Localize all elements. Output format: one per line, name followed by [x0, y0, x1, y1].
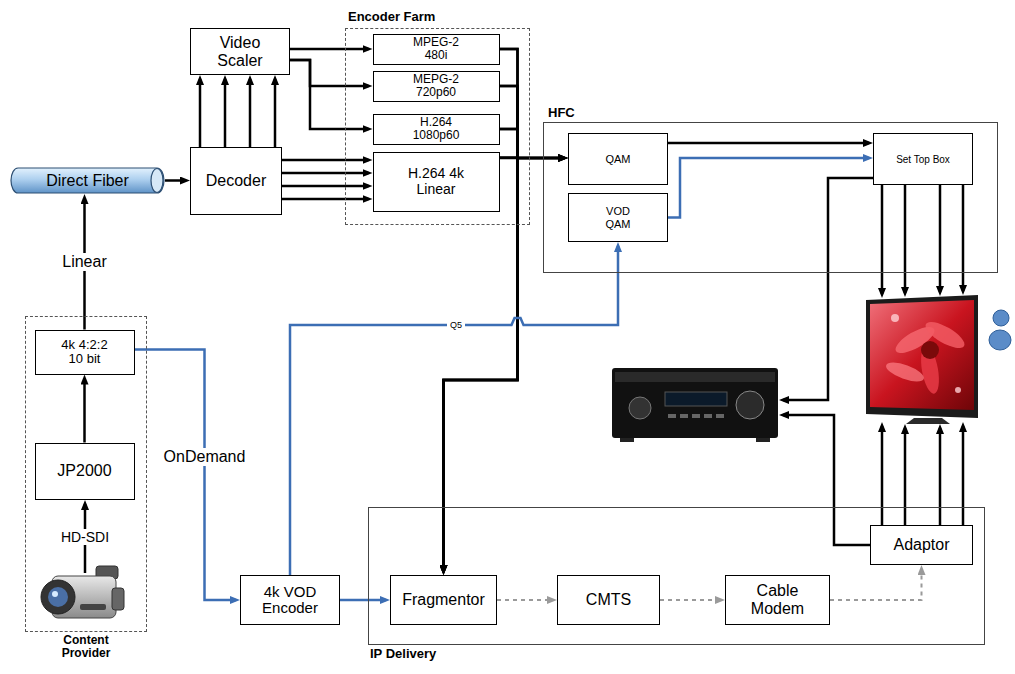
connector	[249, 79, 252, 147]
connector	[224, 79, 227, 147]
pipe-end	[151, 169, 163, 193]
group-region: Content Provider4k 4:2:2 10 bitJP2000	[25, 316, 147, 632]
user-icon	[989, 310, 1011, 350]
connector	[668, 142, 869, 145]
edge-label: Linear	[59, 253, 109, 271]
signal-wire	[881, 185, 884, 294]
connector	[444, 158, 518, 572]
connector	[290, 60, 369, 129]
node-label: JP2000	[57, 462, 111, 480]
device-box: Adaptor	[870, 525, 973, 565]
signal-wire	[939, 185, 942, 292]
fiber-pipe: Direct Fiber	[10, 167, 165, 194]
signal-wire	[962, 185, 965, 291]
encoder-box: H.264 4k Linear	[373, 152, 500, 212]
node-label: Direct Fiber	[46, 172, 129, 190]
node-label: Set Top Box	[896, 154, 950, 165]
node-label: CMTS	[586, 591, 631, 609]
signal-wire	[904, 185, 907, 293]
node-label: H.264 4k Linear	[401, 166, 471, 197]
process-box: CMTS	[557, 575, 660, 625]
node-label: Cable Modem	[733, 582, 823, 617]
process-box: Fragmentor	[390, 575, 497, 625]
node-label: Decoder	[206, 172, 266, 190]
camera-illustration	[41, 566, 124, 618]
node-label: Adaptor	[893, 536, 949, 554]
encoder-box: MEPG-2 720p60	[373, 71, 500, 102]
process-box: 4k VOD Encoder	[240, 575, 340, 625]
node-label: MEPG-2 720p60	[406, 73, 466, 99]
signal-wire	[783, 178, 873, 400]
connector	[660, 599, 721, 601]
connector	[830, 569, 922, 600]
device-box: Cable Modem	[725, 575, 830, 625]
connector	[83, 379, 86, 443]
process-box: Decoder	[190, 147, 282, 215]
node-label: Fragmentor	[402, 591, 485, 609]
device-box: Set Top Box	[873, 133, 973, 185]
edge-label: OnDemand	[161, 448, 249, 466]
group-heading: HFC	[548, 106, 1001, 120]
encoder-box: MPEG-2 480i	[373, 34, 500, 65]
group-region: HFCQAMVOD QAMSet Top Box	[543, 122, 998, 273]
signal-wire	[881, 426, 884, 525]
television-illustration	[866, 295, 978, 424]
node-label: Video Scaler	[200, 34, 280, 69]
signal-wire	[962, 426, 965, 525]
connector	[500, 129, 565, 158]
connector	[199, 79, 202, 147]
connector	[282, 185, 369, 188]
av-receiver-illustration	[612, 368, 778, 442]
group-region: Encoder FarmMPEG-2 480iMEPG-2 720p60H.26…	[345, 28, 530, 225]
connector	[340, 599, 386, 602]
group-heading: Content Provider	[51, 634, 121, 660]
process-box: VOD QAM	[568, 193, 668, 242]
node-label: MPEG-2 480i	[406, 36, 466, 62]
connector	[274, 79, 277, 147]
signal-wire	[783, 415, 870, 545]
node-label: 4k VOD Encoder	[250, 584, 330, 617]
signal-wire	[939, 428, 942, 525]
signal-wire	[904, 428, 907, 525]
process-box: JP2000	[35, 443, 135, 500]
connector	[290, 60, 369, 86]
connector	[282, 172, 369, 175]
connector	[282, 159, 369, 162]
node-label: QAM	[605, 153, 630, 165]
connector	[500, 49, 565, 158]
encoder-box: H.264 1080p60	[373, 114, 500, 145]
connector	[668, 158, 869, 218]
node-label: H.264 1080p60	[406, 116, 466, 142]
connector	[165, 179, 186, 182]
connector	[497, 599, 553, 601]
pipe-body	[11, 168, 164, 193]
connector	[135, 350, 237, 601]
group-region: IP DeliveryFragmentorCMTSCable ModemAdap…	[368, 507, 985, 645]
group-heading: IP Delivery	[370, 647, 985, 661]
node-label: VOD QAM	[598, 205, 638, 229]
group-heading: Encoder Farm	[348, 10, 531, 24]
node-label: 4k 4:2:2 10 bit	[56, 338, 114, 367]
edge-label: Q5	[447, 320, 465, 330]
process-box: 4k 4:2:2 10 bit	[35, 330, 135, 375]
process-box: QAM	[568, 133, 668, 185]
signal-label: HD-SDI	[58, 529, 112, 545]
connector	[290, 48, 369, 51]
process-box: Video Scaler	[190, 28, 290, 75]
connector	[282, 198, 369, 201]
connector	[290, 246, 618, 575]
